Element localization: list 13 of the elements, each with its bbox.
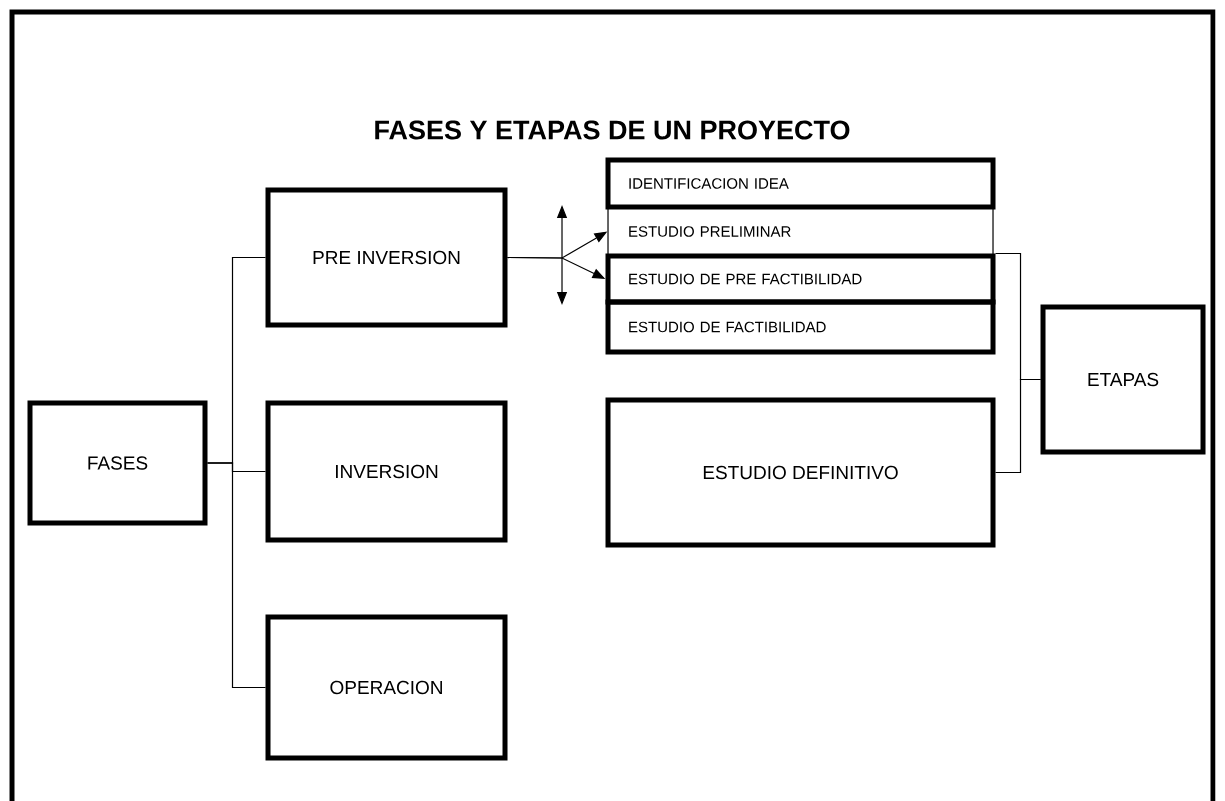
process-box: INVERSION xyxy=(265,400,508,543)
process-box: ESTUDIO DE FACTIBILIDAD xyxy=(605,299,996,355)
connector xyxy=(994,378,1042,474)
process-box: ETAPAS xyxy=(1040,304,1206,455)
process-box: PRE INVERSION xyxy=(265,187,508,328)
process-box: ESTUDIO DE PRE FACTIBILIDAD xyxy=(605,253,996,305)
process-box: OPERACION xyxy=(265,614,508,761)
process-box: ESTUDIO DEFINITIVO xyxy=(605,397,996,548)
process-box: ESTUDIO PRELIMINAR xyxy=(607,206,994,257)
connector xyxy=(206,462,267,689)
process-box: IDENTIFICACION IDEA xyxy=(605,157,996,210)
title: FASES Y ETAPAS DE UN PROYECTO xyxy=(375,120,850,140)
process-box: FASES xyxy=(27,400,208,526)
